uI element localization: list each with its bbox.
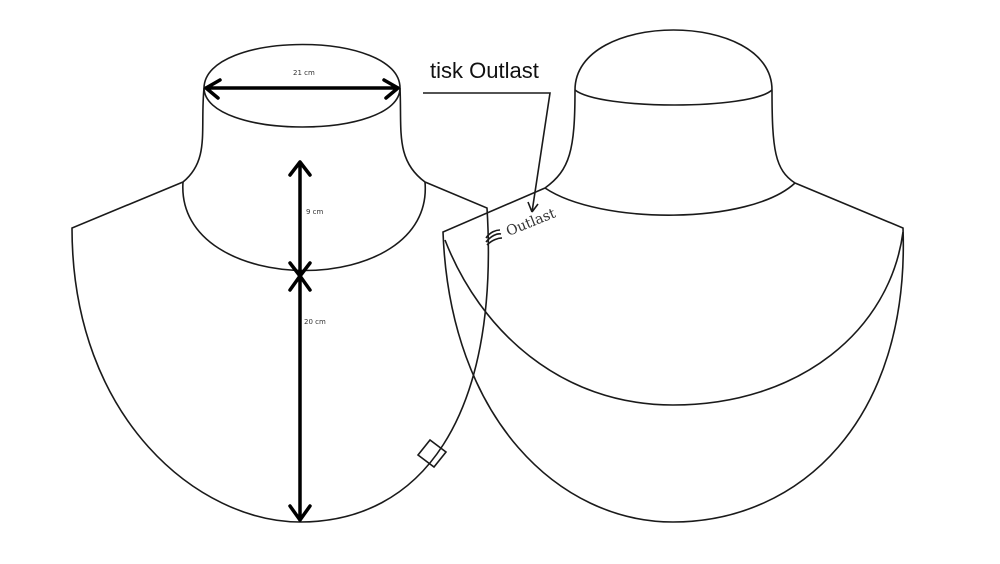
neck-right-side — [399, 87, 426, 183]
care-label — [416, 438, 448, 469]
back-collar — [442, 29, 905, 523]
width-arrow — [204, 78, 400, 100]
collar-bottom-arc — [182, 181, 426, 272]
neck-opening-arc — [203, 87, 401, 128]
back-inner-fold — [444, 231, 904, 406]
neck-left-side — [182, 87, 205, 183]
neck-top-arc — [203, 43, 401, 89]
measurement-arrows — [204, 78, 551, 522]
body-length-arrow — [288, 274, 312, 522]
back-neck-left — [544, 89, 576, 189]
front-collar — [71, 43, 490, 523]
back-body-outline — [442, 182, 905, 523]
body-length-label: 20 cm — [304, 318, 326, 326]
neck-height-arrow — [288, 160, 312, 278]
back-neck-opening — [574, 89, 773, 106]
back-neck-top — [574, 29, 773, 91]
neck-height-label: 9 cm — [306, 208, 324, 216]
back-neck-right — [771, 89, 796, 184]
back-collar-bottom — [544, 182, 796, 216]
outlast-logo-icon — [485, 229, 503, 246]
print-label: tisk Outlast — [430, 58, 539, 83]
neck-width-label: 21 cm — [293, 69, 315, 77]
front-body-outline — [71, 181, 490, 523]
pointer-line — [423, 92, 551, 213]
